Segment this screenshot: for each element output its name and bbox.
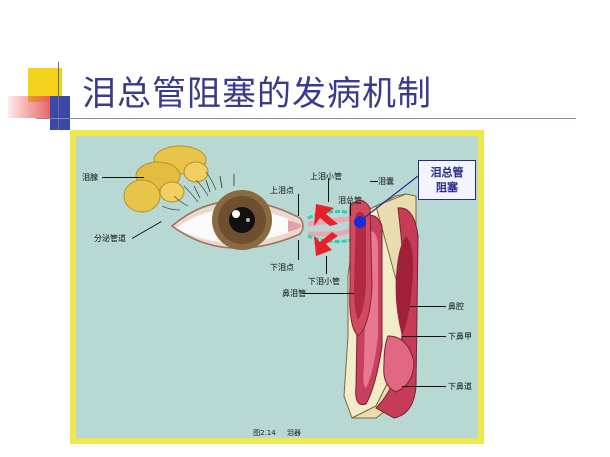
label-lower-punctum: 下泪点 xyxy=(270,263,294,272)
lacrimal-sac-shape xyxy=(349,200,373,337)
arrow-icons xyxy=(314,204,338,256)
label-upper-punctum: 上泪点 xyxy=(270,186,294,195)
leader-lower-canaliculus xyxy=(326,256,327,274)
label-lacrimal-gland: 泪腺 xyxy=(82,173,98,182)
slide-title: 泪总管阻塞的发病机制 xyxy=(82,74,432,114)
figure-number: 图2.14 xyxy=(253,429,276,437)
anatomy-illustration xyxy=(123,145,419,419)
callout-line1: 泪总管 xyxy=(430,166,464,179)
decor-red-bar xyxy=(8,96,54,118)
label-inferior-turbinate: 下鼻甲 xyxy=(448,332,472,341)
lacrimal-apparatus-figure: 泪腺 分泌管道 上泪点 上泪小管 泪总管 泪囊 下泪点 下泪小管 鼻泪管 鼻腔 … xyxy=(76,136,478,438)
leader-inferior-meatus xyxy=(402,386,446,387)
upper-arrow-icon xyxy=(314,204,338,226)
eye-shape xyxy=(170,190,304,250)
leader-lacrimal-gland xyxy=(102,177,144,178)
label-upper-canaliculus: 上泪小管 xyxy=(310,172,342,181)
figure-caption: 图2.14 泪器 xyxy=(76,428,478,438)
leader-lower-punctum xyxy=(298,240,299,260)
excretory-ducts-shape xyxy=(161,171,217,211)
label-common-canaliculus: 泪总管 xyxy=(338,196,362,205)
label-nasal-cavity: 鼻腔 xyxy=(448,302,464,311)
blockage-callout: 泪总管 阻塞 xyxy=(418,160,476,200)
leader-nasolacrimal-duct xyxy=(302,293,354,294)
figure-caption-text: 泪器 xyxy=(286,429,301,437)
title-underline xyxy=(36,118,576,119)
decor-blue-square xyxy=(50,96,70,130)
callout-line2: 阻塞 xyxy=(436,181,458,194)
leader-inferior-turbinate xyxy=(402,336,446,337)
label-excretory-ducts: 分泌管道 xyxy=(94,234,126,243)
decor-vertical-line xyxy=(58,62,59,130)
blockage-marker-icon xyxy=(354,216,366,228)
label-lacrimal-sac: 泪囊 xyxy=(378,177,394,186)
lower-arrow-icon xyxy=(314,232,338,256)
eyelashes xyxy=(193,174,235,199)
lacrimal-gland-shape xyxy=(123,145,209,213)
figure-frame: 泪腺 分泌管道 上泪点 上泪小管 泪总管 泪囊 下泪点 下泪小管 鼻泪管 鼻腔 … xyxy=(70,130,484,444)
leader-upper-punctum xyxy=(298,194,299,216)
leader-common-canaliculus xyxy=(350,202,351,216)
label-inferior-meatus: 下鼻道 xyxy=(448,382,472,391)
leader-lacrimal-sac xyxy=(370,181,378,182)
callout-pointer xyxy=(363,175,419,219)
label-lower-canaliculus: 下泪小管 xyxy=(308,277,340,286)
label-nasolacrimal-duct: 鼻泪管 xyxy=(282,289,306,298)
leader-nasal-cavity xyxy=(410,306,446,307)
leader-upper-canaliculus xyxy=(328,178,329,202)
